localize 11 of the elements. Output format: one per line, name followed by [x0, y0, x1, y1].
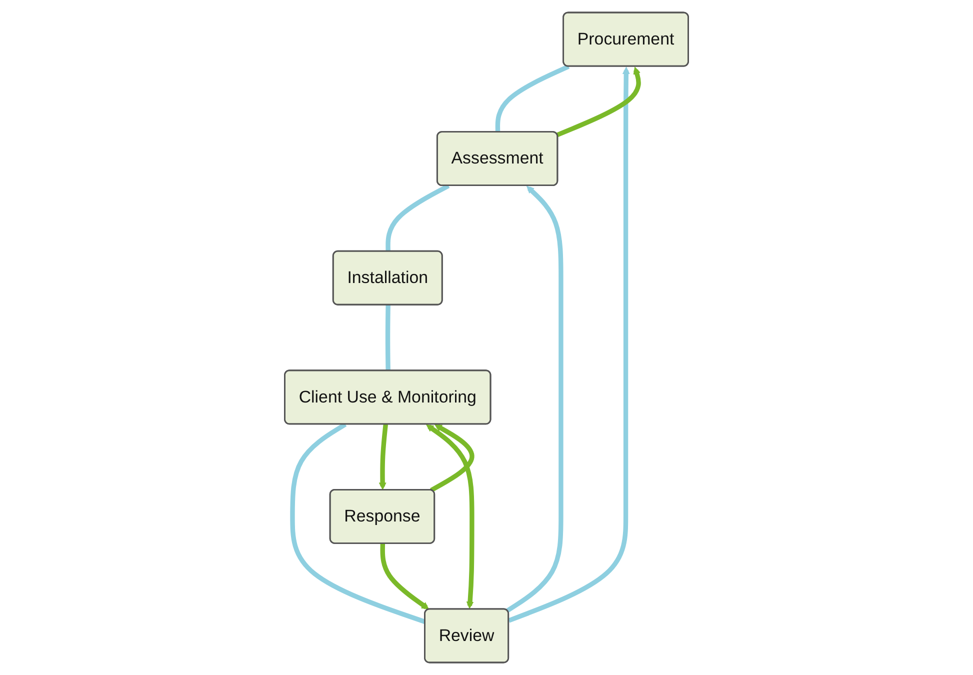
connector	[385, 305, 390, 371]
arrow	[380, 544, 430, 610]
connector	[386, 184, 450, 252]
connector	[495, 64, 570, 132]
arrow	[556, 66, 641, 138]
arrow	[506, 186, 564, 613]
arrow	[508, 66, 630, 623]
arrow	[378, 424, 388, 490]
connector	[290, 422, 426, 624]
arrow	[430, 424, 474, 492]
arrow	[426, 424, 474, 610]
